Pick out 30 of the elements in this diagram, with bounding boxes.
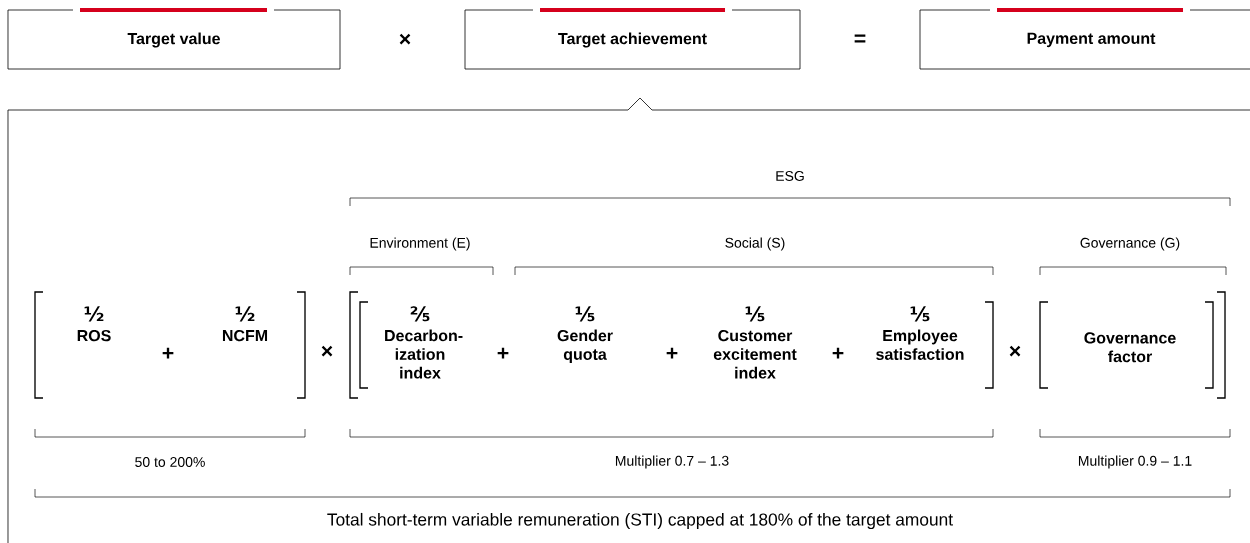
header-box: Target achievement [464,8,801,70]
node-label: Payment amount [1027,32,1156,48]
operator-sign: × [321,345,333,357]
operator-sign: × [399,33,411,45]
formula-term: ½ ROS [77,306,111,342]
bracket-label: ESG [776,171,804,181]
formula-term: ⅕ Employee satisfaction [876,306,964,360]
bracket-label: Environment (E) [370,237,470,251]
node-label: Target value [127,32,220,48]
header-box: Payment amount [919,8,1250,70]
operator-sign: + [666,347,678,359]
bracket-label: Multiplier 0.7 – 1.3 [615,455,729,469]
formula-term: ⅕ Gender quota [557,306,613,364]
bracket-label: Social (S) [725,237,785,251]
formula-term: ⅖ Decarbon- ization index [385,306,463,379]
bracket-label: Total short-term variable remuneration (STI) capped at 180% of the target amount [327,512,953,530]
operator-sign: = [854,34,866,43]
formula-term: ⅕ Customer excitement index [713,306,797,379]
operator-sign: × [1009,345,1021,357]
header-box: Target value [7,8,341,70]
operator-sign: + [162,347,174,359]
formula-term: Governance factor [1084,332,1176,363]
bracket-label: 50 to 200% [135,457,205,467]
formula-term: ½ NCFM [222,306,268,342]
bracket-label: Multiplier 0.9 – 1.1 [1078,455,1192,469]
panel-frame [7,97,1250,543]
node-label: Target achievement [558,32,707,48]
bracket-label: Governance (G) [1080,237,1180,251]
operator-sign: + [497,347,509,359]
operator-sign: + [832,347,844,359]
